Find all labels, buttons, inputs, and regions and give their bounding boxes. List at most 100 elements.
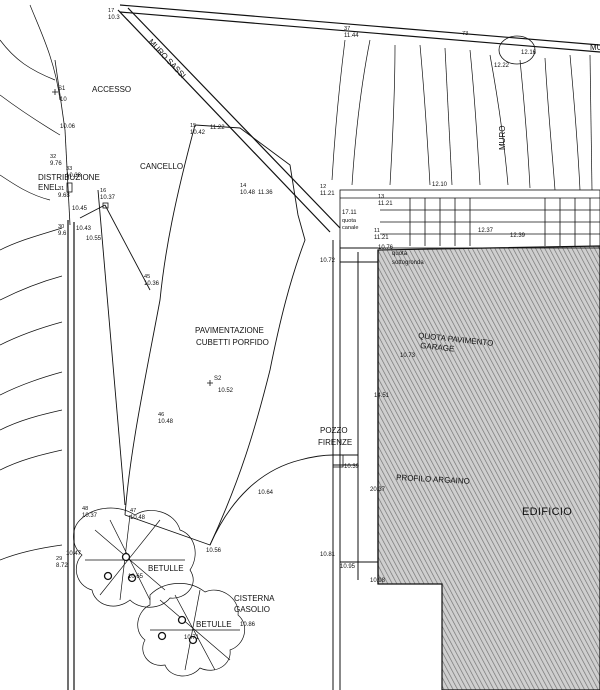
contour-lines-right — [331, 39, 593, 191]
survey-point-p1056: 10.56 — [206, 548, 222, 554]
building — [377, 245, 600, 690]
survey-point-p73: 73 — [462, 31, 468, 37]
point-elevation: 12.22 — [494, 63, 510, 69]
point-elevation: 10.64 — [258, 490, 274, 496]
point-elevation: 10.71 — [184, 635, 200, 641]
point-elevation: 12.37 — [478, 228, 494, 234]
point-elevation: 20.37 — [370, 487, 386, 493]
point-number: 30 — [58, 224, 64, 230]
survey-point-p1065: 10.65 — [128, 574, 144, 580]
survey-point-p31: 319.68 — [58, 186, 70, 199]
label-cisterna: CISTERNA — [234, 594, 275, 603]
point-elevation: 10.36 — [144, 281, 160, 287]
label-muro-sassi: MURO SASSI — [147, 37, 188, 80]
point-number: 48 — [82, 506, 88, 512]
point-elevation: 12.16 — [521, 50, 537, 56]
circle-markers — [332, 35, 536, 468]
label-muro-right: MURO — [498, 126, 507, 150]
point-elevation: 9.6 — [58, 231, 67, 237]
label-betulle-b: BETULLE — [196, 620, 232, 629]
label-gasolio: GASOLIO — [234, 605, 270, 614]
point-number: 32 — [50, 154, 56, 160]
survey-point-p32: 329.76 — [50, 154, 62, 167]
label-distribuzione-2: ENEL — [38, 183, 59, 192]
survey-point-p1086: 10.86 — [240, 622, 256, 628]
label-cancello: CANCELLO — [140, 162, 183, 171]
tree-trunks — [103, 552, 198, 645]
label-firenze: FIRENZE — [318, 438, 352, 447]
survey-point-p30: 309.6 — [58, 224, 67, 237]
label-quota-canale-1: quota — [342, 218, 357, 224]
point-elevation: 10.42 — [190, 130, 206, 136]
point-elevation: 9.68 — [58, 193, 70, 199]
point-elevation: 11.36 — [258, 190, 273, 196]
survey-point-p29: 298.72 — [56, 556, 68, 569]
label-pozzo: POZZO — [320, 426, 348, 435]
label-quota-canale-2: canale — [342, 225, 358, 231]
survey-point-p1098: 10.98 — [370, 578, 386, 584]
survey-point-p1039: 10.39 — [344, 464, 360, 470]
point-elevation: 10 — [60, 97, 67, 103]
birch-trees — [73, 507, 246, 677]
point-number: 29 — [56, 556, 62, 562]
point-number: 12 — [320, 184, 326, 190]
survey-point-p1076: 10.76 — [378, 245, 394, 251]
point-elevation: 10.73 — [400, 353, 416, 359]
survey-point-p2037: 20.37 — [370, 487, 386, 493]
label-muro-top: MU — [590, 43, 600, 52]
point-number: 37 — [344, 26, 350, 32]
point-elevation: 10.76 — [378, 245, 394, 251]
point-number: 47 — [130, 508, 136, 514]
label-distribuzione-1: DISTRIBUZIONE — [38, 173, 100, 182]
survey-point-p1073: 10.73 — [400, 353, 416, 359]
point-elevation: 11.21 — [374, 235, 389, 241]
point-elevation: 8.72 — [56, 563, 68, 569]
point-number: 15 — [190, 123, 196, 129]
point-elevation: 12.10 — [432, 182, 448, 188]
area-labels: ACCESSO MURO SASSI MURO MU CANCELLO DIST… — [38, 37, 600, 629]
point-elevation: 14.51 — [374, 393, 390, 399]
survey-point-ps1: 10 — [60, 97, 67, 103]
west-boundary — [67, 220, 75, 690]
point-elevation: 10.72 — [320, 258, 336, 264]
label-quota-sottogronda-1: quota — [392, 251, 408, 257]
point-elevation: 11.21 — [320, 191, 335, 197]
survey-point-p1045: 10.45 — [72, 206, 88, 212]
point-elevation: 10.37 — [100, 195, 116, 201]
point-elevation: 10.52 — [218, 388, 234, 394]
point-number: 11 — [374, 228, 380, 234]
point-elevation: 12.39 — [510, 233, 526, 239]
point-elevation: 11.44 — [344, 33, 359, 39]
survey-point-p1122: 11.22 — [210, 125, 225, 131]
label-edificio: EDIFICIO — [522, 506, 572, 518]
survey-point-p1043: 10.43 — [76, 226, 92, 232]
label-pavimentazione-1: PAVIMENTAZIONE — [195, 326, 264, 335]
label-betulle-a: BETULLE — [148, 564, 184, 573]
point-number: 31 — [58, 186, 64, 192]
point-elevation: 10.39 — [344, 464, 360, 470]
point-elevation: 10.56 — [206, 548, 222, 554]
survey-point-p1711: 17.11 — [342, 210, 357, 216]
point-elevation: 10.3 — [108, 15, 120, 21]
point-elevation: 10.48 — [158, 419, 174, 425]
survey-point-p1006: 10.06 — [60, 124, 76, 130]
point-elevation: 10.37 — [82, 513, 98, 519]
label-quota-sottogronda-2: sottogronda — [392, 260, 424, 266]
survey-point-p1239: 12.39 — [510, 233, 526, 239]
point-elevation: 11.22 — [210, 125, 225, 131]
point-number: 17 — [108, 8, 114, 14]
label-accesso: ACCESSO — [92, 85, 131, 94]
label-station-s1: S1 — [58, 86, 66, 92]
point-elevation: 10.45 — [72, 206, 88, 212]
